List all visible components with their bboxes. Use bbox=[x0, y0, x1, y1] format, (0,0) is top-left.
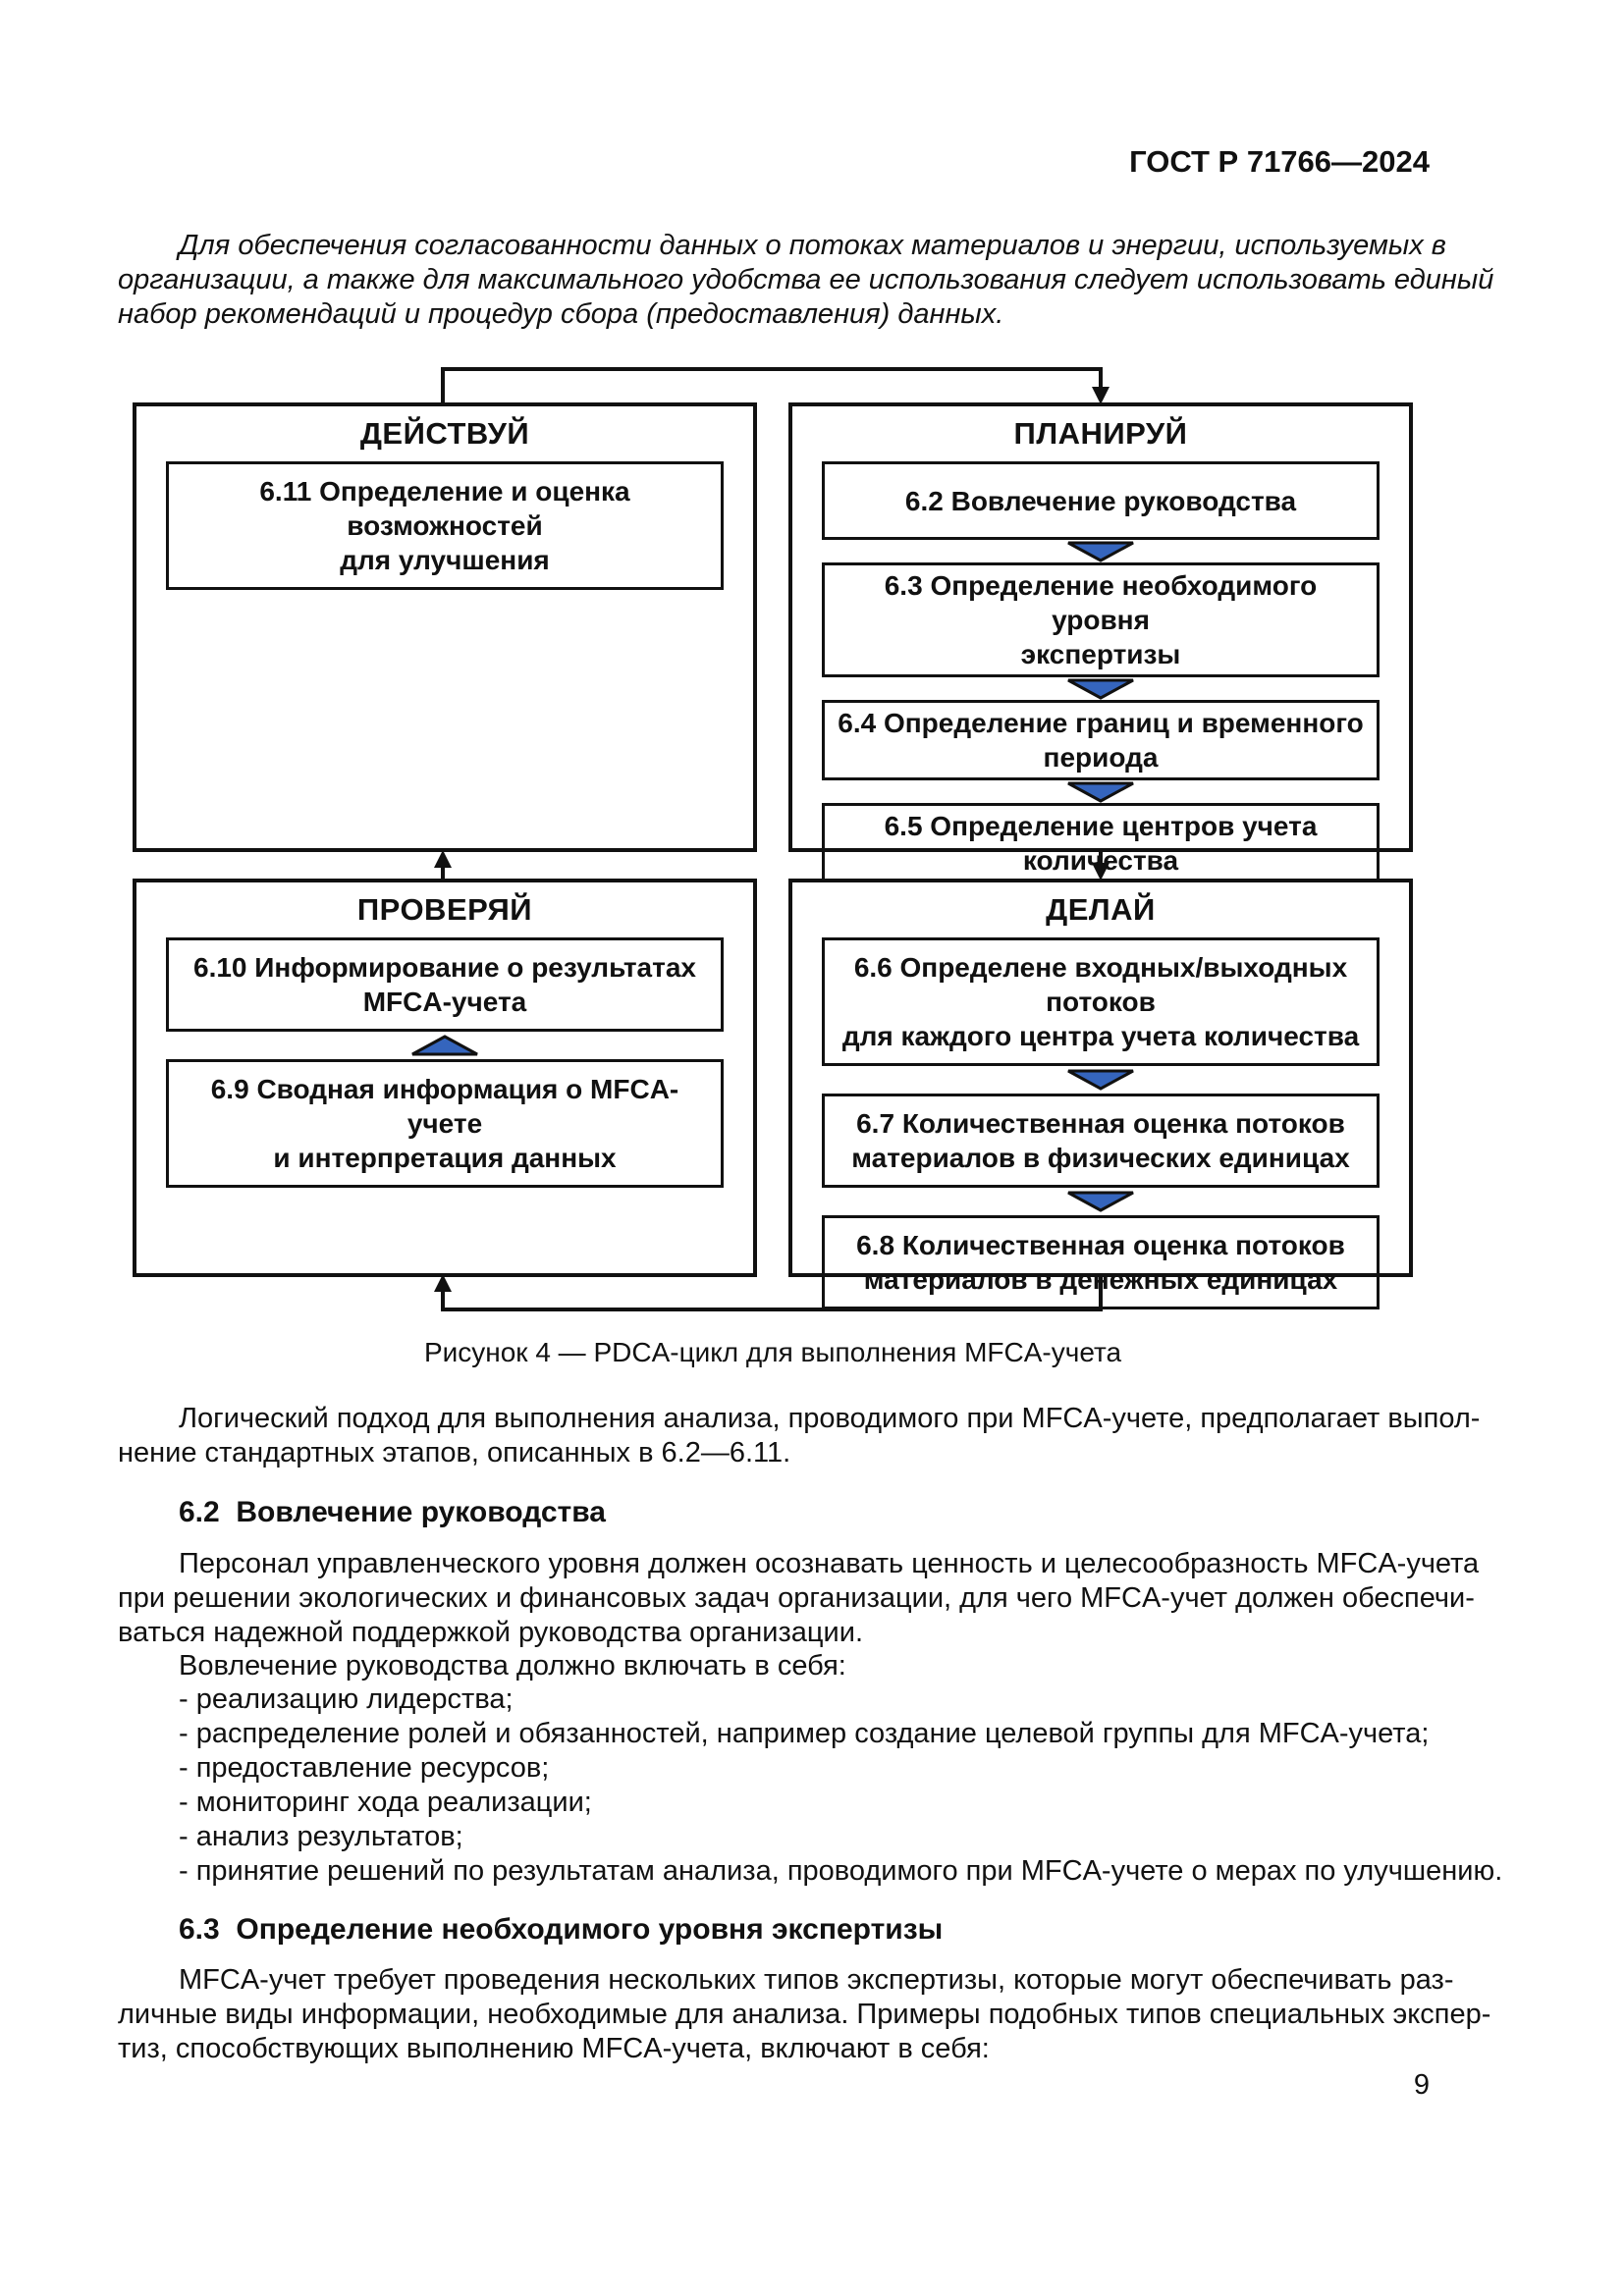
flow-arrow-down-icon bbox=[1067, 1069, 1134, 1091]
quadrant-check-steps: 6.10 Информирование о результатах MFCA-у… bbox=[136, 937, 753, 1188]
page-number: 9 bbox=[1413, 2069, 1430, 2101]
quadrant-act-steps: 6.11 Определение и оценка возможностей д… bbox=[136, 461, 753, 590]
quadrant-check-title: ПРОВЕРЯЙ bbox=[356, 892, 533, 927]
figure-caption: Рисунок 4 — PDCA-цикл для выполнения MFC… bbox=[423, 1337, 1122, 1367]
step-6-11: 6.11 Определение и оценка возможностей д… bbox=[166, 461, 724, 590]
step-6-3: 6.3 Определение необходимого уровня эксп… bbox=[822, 562, 1380, 677]
bullet-item: - реализацию лидерства; bbox=[179, 1683, 514, 1715]
step-6-2: 6.2 Вовлечение руководства bbox=[822, 461, 1380, 540]
step-6-9: 6.9 Сводная информация о MFCA-учете и ин… bbox=[166, 1059, 724, 1188]
connector-do-to-check bbox=[441, 1275, 1103, 1311]
section-6-2-heading: 6.2 Вовлечение руководства bbox=[179, 1496, 606, 1528]
bullet-item: - предоставление ресурсов; bbox=[179, 1752, 550, 1784]
quadrant-plan-title: ПЛАНИРУЙ bbox=[1013, 416, 1188, 451]
section-6-3-paragraph: MFCA-учет требует проведения нескольких … bbox=[118, 1964, 1491, 2064]
quadrant-plan-steps: 6.2 Вовлечение руководства 6.3 Определен… bbox=[792, 461, 1409, 883]
step-6-10: 6.10 Информирование о результатах MFCA-у… bbox=[166, 937, 724, 1032]
quadrant-do-title: ДЕЛАЙ bbox=[1046, 892, 1156, 927]
quadrant-plan: ПЛАНИРУЙ 6.2 Вовлечение руководства 6.3 … bbox=[788, 402, 1413, 883]
section-6-2-paragraph: Персонал управленческого уровня должен о… bbox=[118, 1548, 1480, 1648]
section-6-2-bullet-list: - реализацию лидерства; - распределение … bbox=[179, 1682, 1503, 1889]
intro-note-paragraph: Для обеспечения согласованности данных о… bbox=[118, 230, 1494, 330]
pdca-cycle-diagram: ДЕЙСТВУЙ 6.11 Определение и оценка возмо… bbox=[133, 361, 1413, 1323]
arrowhead-down-icon bbox=[1092, 387, 1110, 404]
step-6-4: 6.4 Определение границ и временного пери… bbox=[822, 700, 1380, 780]
connector-act-to-plan bbox=[441, 367, 1103, 402]
document-code-header: ГОСТ Р 71766—2024 bbox=[1129, 144, 1430, 179]
bullet-item: - распределение ролей и обязанностей, на… bbox=[179, 1718, 1430, 1749]
quadrant-check: ПРОВЕРЯЙ 6.10 Информирование о результат… bbox=[133, 879, 757, 1277]
quadrant-do: ДЕЛАЙ 6.6 Определене входных/выходных по… bbox=[788, 879, 1413, 1309]
flow-arrow-down-icon bbox=[1067, 678, 1134, 700]
bullet-item: - анализ результатов; bbox=[179, 1821, 463, 1852]
arrowhead-down-icon bbox=[1092, 863, 1110, 881]
flow-arrow-down-icon bbox=[1067, 1191, 1134, 1212]
quadrant-do-steps: 6.6 Определене входных/выходных потоков … bbox=[792, 937, 1409, 1309]
quadrant-act: ДЕЙСТВУЙ 6.11 Определение и оценка возмо… bbox=[133, 402, 757, 852]
flow-arrow-down-icon bbox=[1067, 781, 1134, 803]
flow-arrow-down-icon bbox=[1067, 541, 1134, 562]
bullet-item: - принятие решений по результатам анализ… bbox=[179, 1855, 1503, 1887]
step-6-7: 6.7 Количественная оценка потоков матери… bbox=[822, 1094, 1380, 1188]
quadrant-act-title: ДЕЙСТВУЙ bbox=[359, 416, 530, 451]
section-6-3-heading: 6.3 Определение необходимого уровня эксп… bbox=[179, 1913, 944, 1946]
step-6-6: 6.6 Определене входных/выходных потоков … bbox=[822, 937, 1380, 1066]
section-6-2-lead-in: Вовлечение руководства должно включать в… bbox=[179, 1650, 846, 1682]
step-6-5: 6.5 Определение центров учета количества bbox=[822, 803, 1380, 883]
diagram-connectors bbox=[434, 367, 1110, 1311]
bullet-item: - мониторинг хода реализации; bbox=[179, 1787, 592, 1818]
arrowhead-up-icon bbox=[434, 1274, 452, 1292]
paragraph-logical-approach: Логический подход для выполнения анализа… bbox=[118, 1403, 1481, 1468]
arrowhead-up-icon bbox=[434, 850, 452, 868]
step-6-8: 6.8 Количественная оценка потоков матери… bbox=[822, 1215, 1380, 1309]
flow-arrow-up-icon bbox=[411, 1035, 478, 1056]
